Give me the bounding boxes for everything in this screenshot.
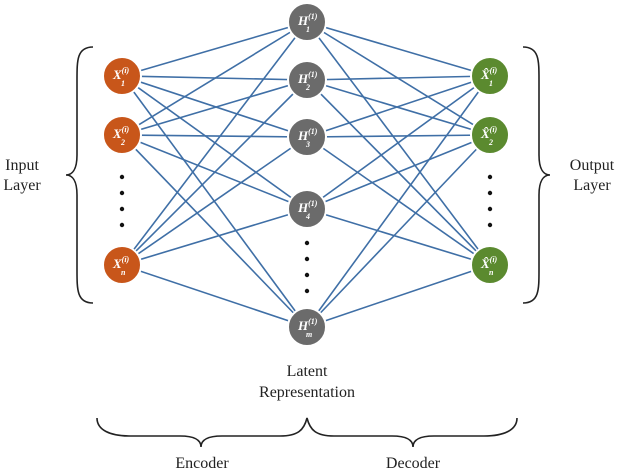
output-node-1: X̂(i)1 [470,56,510,96]
edge-hidden-5-output-3 [306,264,491,328]
hidden-node-subscript: m [306,330,312,339]
output-layer-label-line2: Layer [573,177,611,194]
input-node-2: X(i)2 [102,115,142,155]
input-node-3: X(i)n [102,245,142,285]
output-node-label: X̂(i) [480,66,498,82]
input-node-1: X(i)1 [102,56,142,96]
edge-hidden-3-output-1 [306,75,491,138]
hidden-node-5: H(1)m [287,307,327,347]
input-node-circle [102,115,142,155]
encoder-label: Encoder [175,455,229,472]
hidden-node-label: H(1) [297,317,318,333]
output-node-2: X̂(i)2 [470,115,510,155]
latent-label-line2: Representation [259,384,355,401]
edge-input-3-hidden-2 [121,79,308,266]
edge-input-2-hidden-1 [121,21,308,136]
input-layer-label-line2: Layer [3,177,41,194]
output-layer-label-line1: Output [570,157,615,174]
hidden-node-label: H(1) [297,127,318,143]
edge-input-2-hidden-3 [121,134,308,138]
input-node-circle [102,245,142,285]
input-node-subscript: n [121,268,126,277]
hidden-node-2: H(1)2 [287,60,327,100]
hidden-node-subscript: 3 [305,140,310,149]
edge-hidden-1-output-3 [306,21,491,266]
hidden-node-label: H(1) [297,70,318,86]
hidden-node-1: H(1)1 [287,2,327,42]
edge-input-1-hidden-1 [121,21,308,77]
encoder-decoder-brace [96,417,518,448]
output-node-subscript: 2 [488,138,493,147]
output-node-circle [470,245,510,285]
output-node-circle [470,56,510,96]
latent-label-line1: Latent [287,363,328,380]
input-layer-label-line1: Input [5,157,39,174]
output-node-label: X̂(i) [480,255,498,271]
input-node-subscript: 2 [120,138,125,147]
edge-hidden-5-output-1 [306,75,491,328]
hidden-node-label: H(1) [297,199,318,215]
edge-input-3-hidden-4 [121,208,308,266]
output-node-label: X̂(i) [480,125,498,141]
edge-input-3-hidden-5 [121,264,308,328]
hidden-ellipsis [304,240,310,294]
edge-hidden-3-output-2 [306,134,491,138]
hidden-node-4: H(1)4 [287,189,327,229]
hidden-node-label: H(1) [297,12,318,28]
output-node-subscript: n [489,268,494,277]
edge-input-3-hidden-3 [121,136,308,266]
input-node-label: X(i) [112,66,130,82]
input-node-subscript: 1 [121,79,125,88]
edge-input-2-hidden-5 [121,134,308,328]
output-node-3: X̂(i)n [470,245,510,285]
connection-edges [121,21,491,328]
input-node-label: X(i) [112,125,130,141]
edge-hidden-5-output-2 [306,134,491,328]
hidden-node-circle [287,2,327,42]
hidden-node-subscript: 1 [306,25,310,34]
edge-hidden-4-output-3 [306,208,491,266]
output-ellipsis [487,174,493,228]
output-layer-brace [522,46,551,304]
decoder-label: Decoder [386,455,441,472]
edge-hidden-4-output-2 [306,134,491,210]
hidden-node-subscript: 4 [305,212,310,221]
node-layer: X(i)1X(i)2X(i)nH(1)1H(1)2H(1)3H(1)4H(1)m… [102,2,510,347]
edge-input-3-hidden-1 [121,21,308,266]
edge-input-1-hidden-3 [121,75,308,138]
edge-input-2-hidden-2 [121,79,308,136]
hidden-node-circle [287,189,327,229]
output-node-subscript: 1 [489,79,493,88]
output-node-circle [470,115,510,155]
hidden-node-3: H(1)3 [287,117,327,157]
input-node-circle [102,56,142,96]
hidden-node-circle [287,117,327,157]
edge-hidden-2-output-2 [306,79,491,136]
hidden-node-circle [287,307,327,347]
edge-hidden-2-output-1 [306,75,491,81]
hidden-node-subscript: 2 [305,83,310,92]
edge-hidden-1-output-1 [306,21,491,77]
hidden-node-circle [287,60,327,100]
edge-hidden-4-output-1 [306,75,491,210]
input-layer-brace [65,46,94,304]
input-node-label: X(i) [112,255,130,271]
input-ellipsis [119,174,125,228]
